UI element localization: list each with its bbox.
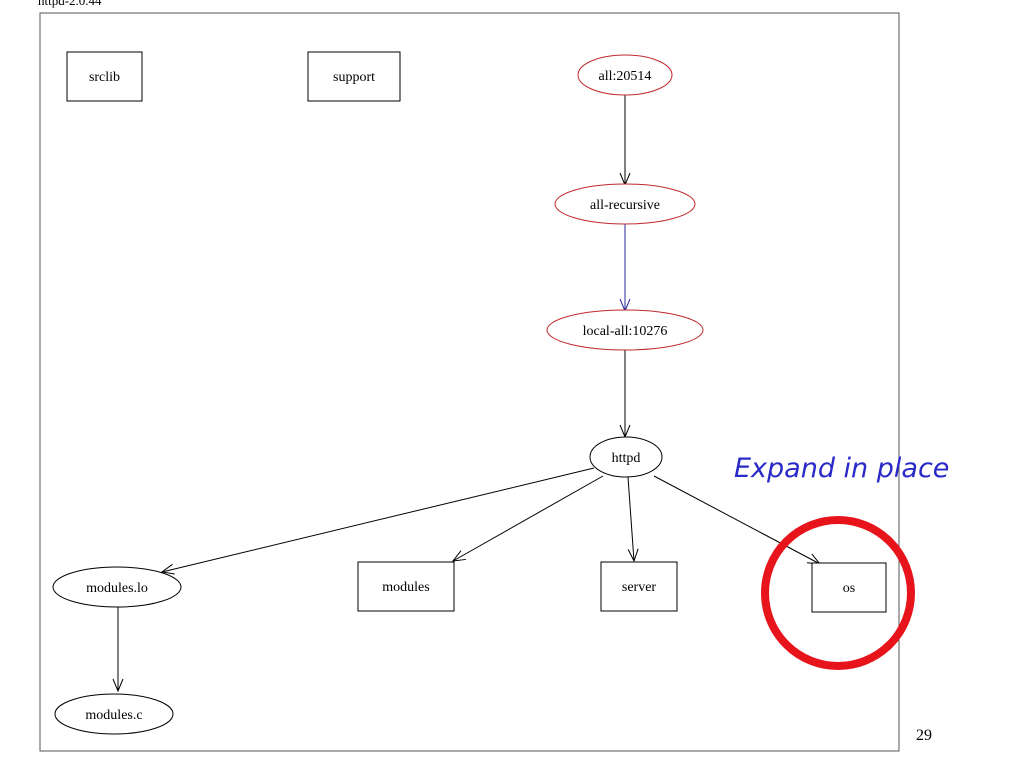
graph-frame xyxy=(39,12,900,752)
node-modules-label: modules xyxy=(382,580,429,595)
graph-title: httpd-2.0.44 xyxy=(38,0,102,8)
node-server: server xyxy=(600,561,678,612)
node-httpd: httpd xyxy=(589,436,663,478)
node-all-recursive: all-recursive xyxy=(554,183,696,225)
callout-text: Expand in place xyxy=(734,453,949,484)
node-srclib-label: srclib xyxy=(89,70,120,85)
node-os-label: os xyxy=(843,581,855,596)
node-modules-lo-label: modules.lo xyxy=(86,581,148,596)
edge-httpd-to-os xyxy=(653,475,820,564)
highlight-circle xyxy=(761,516,915,670)
edge-httpd-to-server xyxy=(627,476,634,561)
node-all-recursive-label: all-recursive xyxy=(590,198,660,213)
node-httpd-label: httpd xyxy=(612,451,641,466)
node-modules-c: modules.c xyxy=(54,693,174,735)
node-os: os xyxy=(811,562,887,613)
node-modules-c-label: modules.c xyxy=(85,708,142,723)
node-local-all-label: local-all:10276 xyxy=(583,324,668,339)
edge-httpd-to-modules-lo xyxy=(162,467,595,572)
page-number: 29 xyxy=(916,727,932,744)
node-all: all:20514 xyxy=(577,54,673,96)
node-modules: modules xyxy=(357,561,455,612)
node-srclib: srclib xyxy=(66,51,143,102)
node-server-label: server xyxy=(622,580,657,595)
node-support: support xyxy=(307,51,401,102)
node-all-label: all:20514 xyxy=(599,69,652,84)
edge-httpd-to-modules xyxy=(453,475,604,561)
node-local-all: local-all:10276 xyxy=(546,309,704,351)
node-support-label: support xyxy=(333,70,375,85)
node-modules-lo: modules.lo xyxy=(52,566,182,608)
